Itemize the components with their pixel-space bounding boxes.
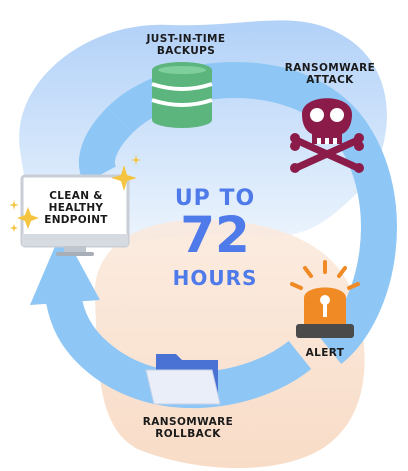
rollback-label-line2: ROLLBACK — [155, 428, 221, 440]
duration-prefix: UP TO — [174, 186, 256, 211]
rollback-label: RANSOMWARE ROLLBACK — [128, 416, 248, 440]
database-icon — [151, 62, 213, 128]
backups-label: JUST-IN-TIME BACKUPS — [132, 33, 240, 57]
endpoint-label: CLEAN & HEALTHY ENDPOINT — [26, 190, 126, 226]
siren-icon — [290, 260, 360, 338]
attack-label: RANSOMWARE ATTACK — [280, 62, 380, 86]
folder-icon — [145, 354, 221, 405]
attack-label-line1: RANSOMWARE — [284, 62, 376, 74]
endpoint-label-line1: CLEAN & — [49, 190, 103, 202]
duration-value: 72 — [180, 206, 250, 264]
alert-label-line1: ALERT — [305, 347, 345, 359]
backups-label-line1: JUST-IN-TIME — [146, 33, 226, 45]
sparkle-icon — [9, 155, 141, 232]
endpoint-label-line2: HEALTHY — [48, 202, 104, 214]
backups-label-line2: BACKUPS — [156, 45, 216, 57]
monitor-icon — [20, 174, 130, 256]
duration-unit: HOURS — [172, 266, 258, 290]
attack-label-line2: ATTACK — [306, 74, 354, 86]
endpoint-label-line3: ENDPOINT — [44, 214, 108, 226]
background-peach-blob — [94, 219, 365, 469]
skull-crossbones-icon — [290, 98, 364, 173]
alert-label: ALERT — [290, 347, 360, 359]
rollback-label-line1: RANSOMWARE — [142, 416, 234, 428]
